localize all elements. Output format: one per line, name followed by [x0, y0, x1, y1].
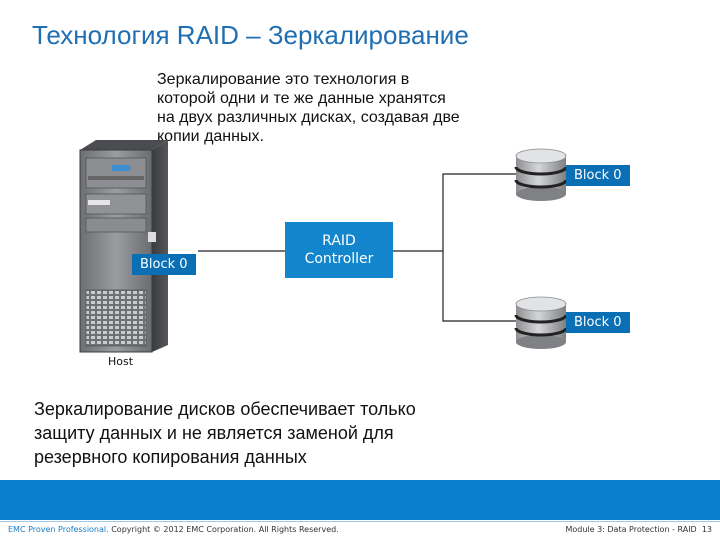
- host-block-label: Block 0: [132, 254, 196, 275]
- footer-copyright: EMC Proven Professional. Copyright © 201…: [8, 525, 339, 534]
- slide-title: Технология RAID – Зеркалирование: [32, 20, 469, 50]
- controller-to-disk-bottom-line: [442, 251, 516, 322]
- disk-top-icon: [514, 148, 568, 201]
- footer-brand: EMC Proven Professional.: [8, 525, 109, 534]
- connection-lines: [198, 173, 516, 322]
- conclusion-text: Зеркалирование дисков обеспечивает тольк…: [34, 399, 416, 467]
- disk-top-block-label: Block 0: [566, 165, 630, 186]
- footer-divider: [0, 521, 720, 522]
- disk-bottom-icon: [514, 296, 568, 349]
- footer-page-number: 13: [701, 525, 712, 534]
- disk-bottom-block-label: Block 0: [566, 312, 630, 333]
- controller-to-disk-top-line: [393, 173, 516, 252]
- host-label: Host: [108, 355, 134, 368]
- footer-band: [0, 480, 720, 520]
- footer-module-name: Module 3: Data Protection - RAID: [565, 525, 697, 534]
- footer-copyright-text: Copyright © 2012 EMC Corporation. All Ri…: [108, 525, 339, 534]
- footer-module: Module 3: Data Protection - RAID 13: [565, 525, 712, 534]
- raid-controller-box: RAID Controller: [285, 222, 393, 278]
- intro-text: Зеркалирование это технология в которой …: [157, 71, 460, 145]
- host-server-icon: [79, 140, 168, 353]
